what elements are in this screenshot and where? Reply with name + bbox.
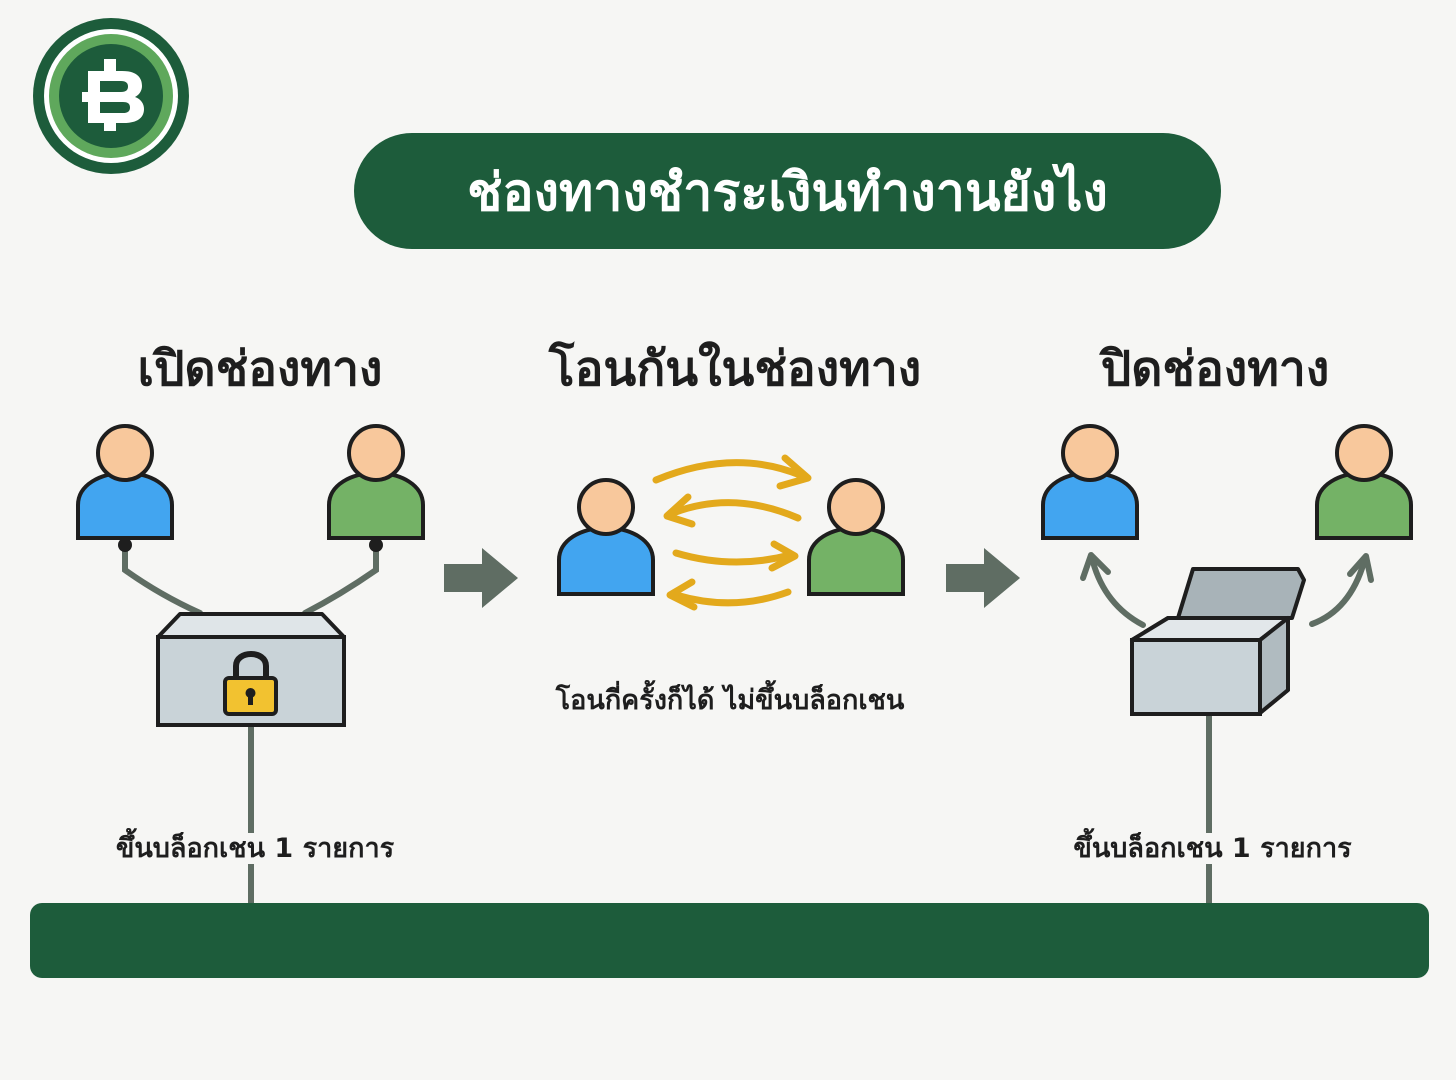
return-arrow-right (1309, 559, 1367, 627)
bitcoin-baht-logo-icon (33, 18, 189, 174)
person-green-icon (327, 424, 425, 540)
person-blue-icon (557, 478, 655, 596)
wire-right (302, 537, 379, 616)
locked-box-icon (156, 612, 346, 727)
stage-transfer (557, 454, 905, 611)
blockchain-bar (30, 903, 1429, 978)
right-arrow-icon (946, 548, 1020, 608)
stage-title-close: ปิดช่องทาง (1100, 341, 1330, 397)
stage-close (1041, 424, 1413, 903)
person-green-icon (807, 478, 905, 596)
caption-transfer: โอนกี่ครั้งก็ได้ ไม่ขึ้นบล็อกเชน (555, 685, 905, 716)
person-blue-icon (1041, 424, 1139, 540)
stage-title-open: เปิดช่องทาง (137, 341, 383, 397)
return-arrow-left (1090, 559, 1146, 628)
person-blue-icon (76, 424, 174, 540)
open-box-icon (1130, 567, 1306, 716)
wire-left (122, 537, 203, 616)
caption-open: ขึ้นบล็อกเชน 1 รายการ (90, 826, 420, 869)
exchange-arrows-icon (652, 454, 812, 611)
caption-close: ขึ้นบล็อกเชน 1 รายการ (1045, 826, 1380, 869)
stage-open (76, 424, 425, 903)
right-arrow-icon (444, 548, 518, 608)
title-banner: ช่องทางชำระเงินทำงานยังไง (354, 133, 1221, 249)
person-green-icon (1315, 424, 1413, 540)
stage-title-transfer: โอนกันในช่องทาง (548, 341, 922, 397)
page-title: ช่องทางชำระเงินทำงานยังไง (467, 162, 1108, 223)
